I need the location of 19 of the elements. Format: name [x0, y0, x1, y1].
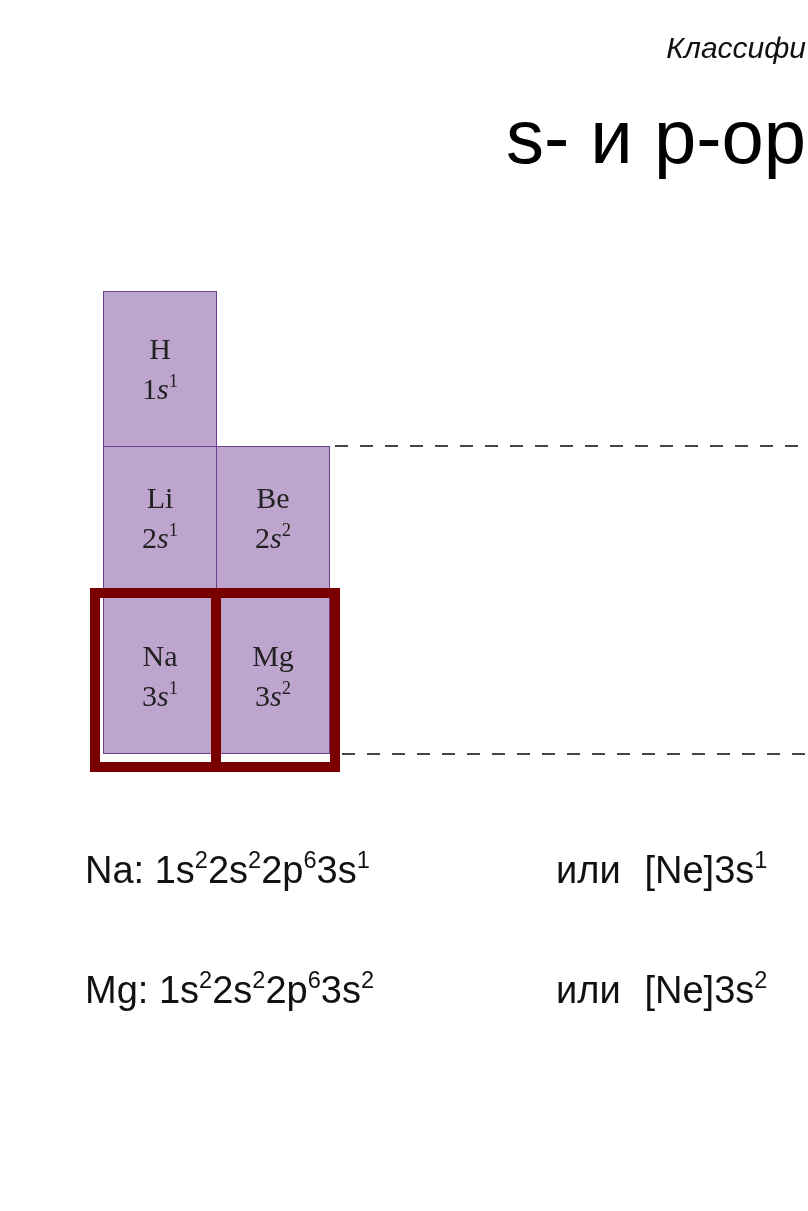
element-symbol: Be [256, 479, 290, 516]
electron-configuration: 3s$^{1}$ [142, 675, 178, 714]
electron-configuration: 2s$^{1}$ [142, 517, 178, 556]
electron-configuration: Mg: 1s$^{2}$2s$^{2}$2p$^{6}$3s$^{2}$ [85, 967, 375, 1013]
element-symbol: Na [142, 637, 178, 674]
electron-configuration: Na: 1s$^{2}$2s$^{2}$2p$^{6}$3s$^{1}$ [85, 847, 370, 893]
electron-configuration: 3s$^{2}$ [255, 675, 291, 714]
element-cell [103, 446, 217, 589]
electron-configuration: 1s$^{1}$ [142, 369, 178, 407]
section-heading: Классифи [666, 30, 806, 66]
element-cell [103, 291, 217, 447]
element-symbol: Mg [252, 637, 294, 674]
element-cell [216, 446, 330, 589]
element-symbol: Li [146, 479, 174, 516]
electron-configuration: 2s$^{2}$ [255, 517, 291, 556]
slide-title: s- и p-ор [505, 93, 806, 181]
shorthand-configuration: или [Ne]3s$^{2}$ [556, 967, 768, 1013]
element-symbol: H [149, 331, 171, 367]
shorthand-configuration: или [Ne]3s$^{1}$ [556, 847, 768, 893]
